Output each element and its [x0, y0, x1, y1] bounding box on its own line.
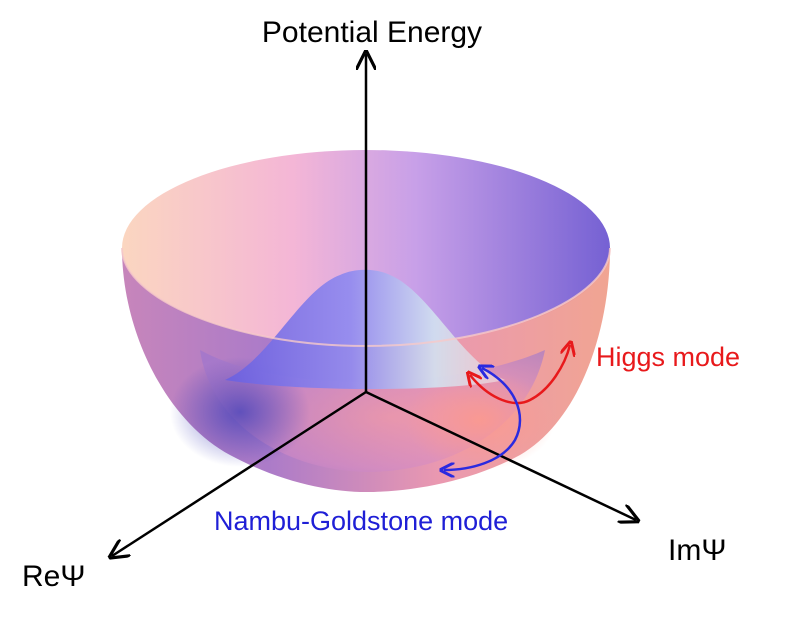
real-axis-label: ReΨ — [22, 560, 85, 593]
higgs-mode-label: Higgs mode — [596, 342, 740, 372]
goldstone-mode-arrow — [444, 368, 522, 470]
goldstone-mode-label: Nambu-Goldstone mode — [214, 506, 508, 536]
imaginary-axis-label: ImΨ — [668, 534, 726, 567]
real-axis — [112, 390, 367, 556]
vertical-axis-label: Potential Energy — [262, 16, 482, 49]
